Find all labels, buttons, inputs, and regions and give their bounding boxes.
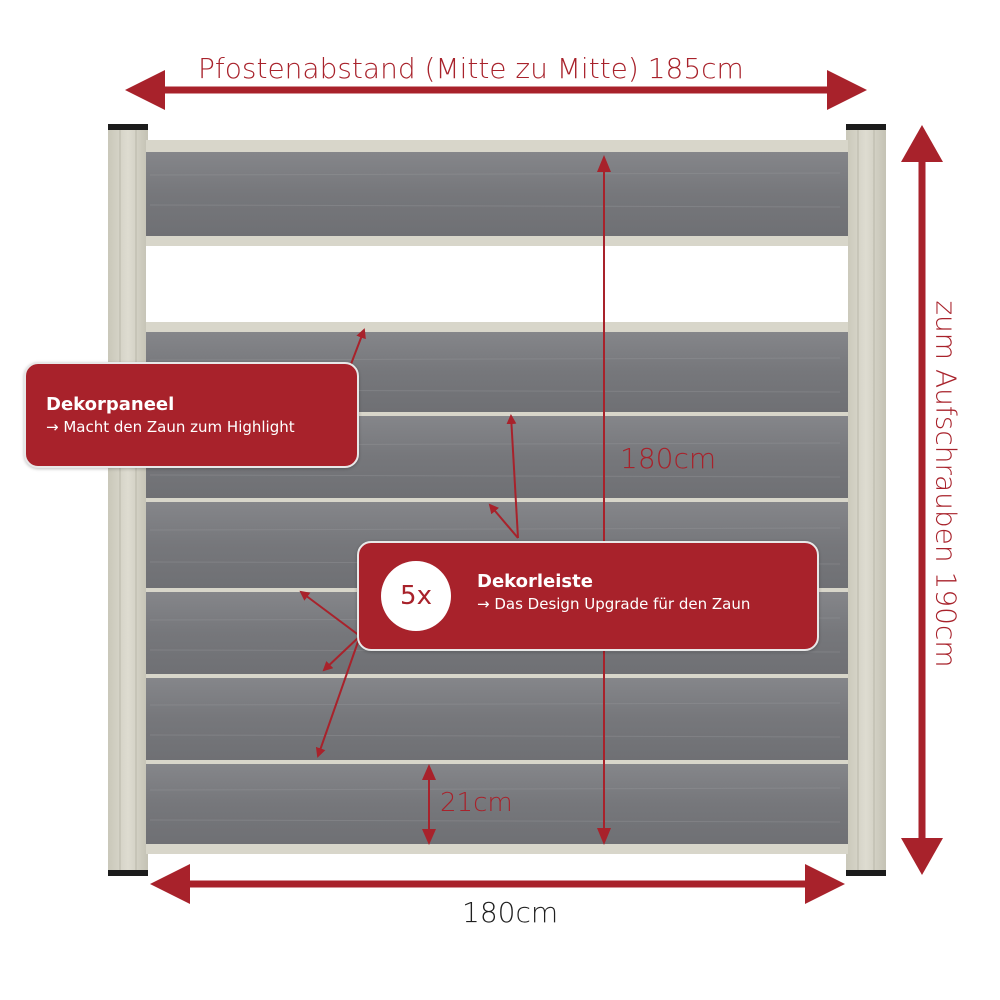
bottom-rail xyxy=(146,844,848,854)
board-6 xyxy=(146,764,848,844)
panel-width-arrow xyxy=(150,864,845,904)
dekorleiste-4 xyxy=(146,674,848,678)
dekorleiste-count-badge: 5x xyxy=(381,561,451,631)
dekorleiste-title: Dekorleiste xyxy=(477,571,593,592)
board-height-label: 21cm xyxy=(440,788,513,818)
post-height-arrow xyxy=(901,125,943,875)
panel-height-arrow xyxy=(597,155,611,845)
dekorpaneel-gap xyxy=(146,246,848,322)
dekorpaneel-subtitle: → Macht den Zaun zum Highlight xyxy=(46,418,295,436)
dekorpaneel-callout: Dekorpaneel → Macht den Zaun zum Highlig… xyxy=(24,362,359,468)
left-post xyxy=(108,126,148,874)
board-5 xyxy=(146,678,848,760)
dekorpaneel-title: Dekorpaneel xyxy=(46,394,175,415)
dekorleiste-2 xyxy=(146,498,848,502)
panel-width-label: 180cm xyxy=(462,896,559,929)
panel-height-label: 180cm xyxy=(620,442,717,475)
right-post xyxy=(846,126,886,874)
dekorleiste-1 xyxy=(146,412,848,416)
board-height-arrow xyxy=(422,764,436,845)
dekorleiste-5 xyxy=(146,760,848,764)
dekorleiste-pointers xyxy=(299,414,519,758)
post-height-label: zum Aufschrauben 190cm xyxy=(929,300,963,668)
post-spacing-label: Pfostenabstand (Mitte zu Mitte) 185cm xyxy=(198,52,744,85)
dekorleiste-callout: 5x Dekorleiste → Das Design Upgrade für … xyxy=(357,541,819,651)
post-spacing-arrow xyxy=(125,70,867,110)
dekorleiste-subtitle: → Das Design Upgrade für den Zaun xyxy=(477,595,751,613)
top-board xyxy=(146,152,848,236)
top-rail xyxy=(146,140,848,152)
